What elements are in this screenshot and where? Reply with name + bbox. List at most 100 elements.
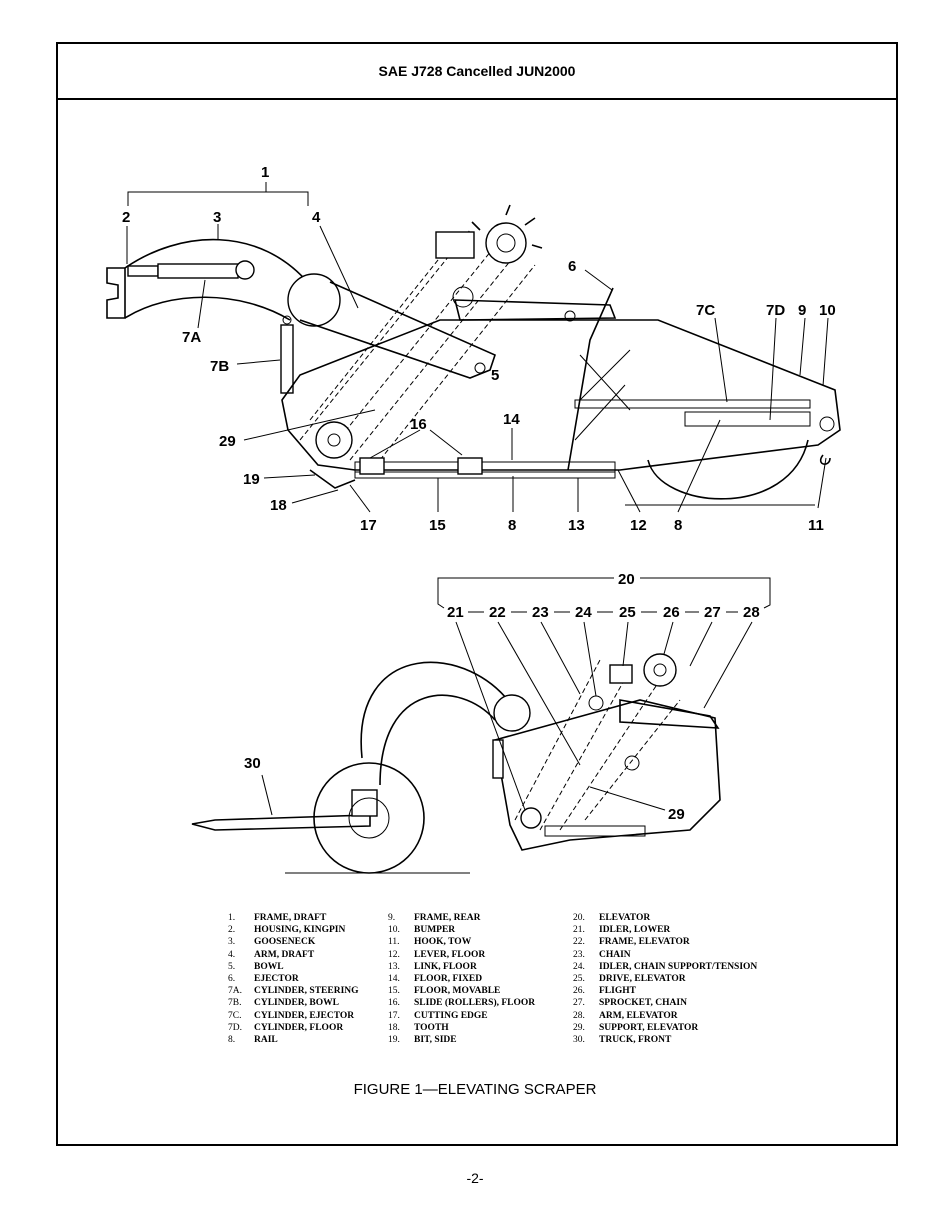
legend-number: 27.	[573, 998, 585, 1009]
legend-label: FRAME, REAR	[414, 913, 481, 923]
legend-number: 5.	[228, 961, 236, 972]
legend-number: 22.	[573, 937, 585, 948]
legend-number: 7A.	[228, 986, 242, 997]
callout-18: 18	[270, 497, 287, 514]
legend-number: 29.	[573, 1022, 585, 1033]
legend-row: 7C. CYLINDER, EJECTOR	[228, 1010, 359, 1022]
legend-label: TOOTH	[414, 1022, 449, 1033]
legend-row: 7A. CYLINDER, STEERING	[228, 985, 359, 997]
page-number: -2-	[466, 1170, 484, 1186]
legend-row: 18.TOOTH	[388, 1022, 535, 1034]
callout-13: 13	[568, 517, 585, 534]
legend-label: ARM, ELEVATOR	[599, 1010, 678, 1021]
callout-8b: 8	[674, 517, 682, 534]
legend-label: CYLINDER, BOWL	[254, 998, 339, 1009]
legend-row: 15.FLOOR, MOVABLE	[388, 985, 535, 997]
legend-number: 13.	[388, 961, 400, 972]
legend-row: 23.CHAIN	[573, 949, 757, 961]
callout-15: 15	[429, 517, 446, 534]
legend-row: 27. SPROCKET, CHAIN	[573, 997, 757, 1009]
legend-label: BUMPER	[414, 925, 456, 936]
callout-30: 30	[244, 755, 261, 772]
legend-row: 7D. CYLINDER, FLOOR	[228, 1022, 359, 1034]
legend-number: 11.	[388, 937, 400, 948]
legend-number: 20.	[573, 913, 585, 923]
callout-17: 17	[360, 517, 377, 534]
legend-number: 28.	[573, 1010, 585, 1021]
legend-row: 11.HOOK, TOW	[388, 936, 535, 948]
callout-14: 14	[503, 411, 520, 428]
figure-caption: FIGURE 1—ELEVATING SCRAPER	[353, 1081, 597, 1098]
legend-label: CHAIN	[599, 949, 631, 960]
legend-row: 5.BOWL	[228, 961, 359, 973]
legend-label: FRAME, DRAFT	[254, 913, 327, 923]
legend-row: 25.DRIVE, ELEVATOR	[573, 973, 757, 985]
legend-number: 9.	[388, 913, 396, 923]
callout-21: 21	[447, 604, 464, 621]
legend-label: CYLINDER, STEERING	[254, 986, 359, 997]
legend-number: 30.	[573, 1034, 585, 1045]
callout-16: 16	[410, 416, 427, 433]
callout-9: 9	[798, 302, 806, 319]
legend-row: 30.TRUCK, FRONT	[573, 1034, 757, 1046]
callout-23: 23	[532, 604, 549, 621]
legend-number: 8.	[228, 1034, 236, 1045]
page-frame: SAE J728 Cancelled JUN2000	[56, 42, 898, 1146]
callout-1: 1	[261, 164, 269, 181]
legend-row: 19. BIT, SIDE	[388, 1034, 535, 1046]
legend-label: SUPPORT, ELEVATOR	[599, 1022, 699, 1033]
legend-number: 7D.	[228, 1022, 242, 1033]
legend-label: BIT, SIDE	[414, 1034, 457, 1045]
callout-27: 27	[704, 604, 721, 621]
legend-row: 21. IDLER, LOWER	[573, 924, 757, 936]
header-title: SAE J728 Cancelled JUN2000	[378, 63, 576, 79]
legend-row: 7B. CYLINDER, BOWL	[228, 997, 359, 1009]
legend-row: 6.EJECTOR	[228, 973, 359, 985]
legend-label: FLIGHT	[599, 986, 636, 997]
legend-label: CYLINDER, FLOOR	[254, 1022, 344, 1033]
callout-12: 12	[630, 517, 647, 534]
callout-22: 22	[489, 604, 506, 621]
legend-row: 20.ELEVATOR	[573, 912, 757, 924]
legend-label: GOOSENECK	[254, 937, 316, 948]
legend-number: 4.	[228, 949, 236, 960]
callout-7d: 7D	[766, 302, 785, 319]
legend-row: 2.HOUSING, KINGPIN	[228, 924, 359, 936]
callout-29: 29	[219, 433, 236, 450]
callout-4: 4	[312, 209, 321, 226]
legend-number: 16.	[388, 998, 400, 1009]
legend-row: 3. GOOSENECK	[228, 936, 359, 948]
bottom-drawing	[191, 577, 771, 874]
callout-28: 28	[743, 604, 760, 621]
legend-label: CUTTING EDGE	[414, 1010, 488, 1021]
callout-19: 19	[243, 471, 260, 488]
legend-number: 17.	[388, 1010, 400, 1021]
legend-label: SLIDE (ROLLERS), FLOOR	[414, 998, 536, 1009]
callout-29b: 29	[668, 806, 685, 823]
legend-number: 7C.	[228, 1010, 242, 1021]
legend-number: 3.	[228, 937, 236, 948]
legend-number: 19.	[388, 1034, 400, 1045]
callout-24: 24	[575, 604, 592, 621]
callout-2: 2	[122, 209, 130, 226]
legend-number: 7B.	[228, 998, 242, 1009]
legend-label: SPROCKET, CHAIN	[599, 998, 687, 1009]
legend-number: 25.	[573, 973, 585, 984]
legend-label: IDLER, LOWER	[599, 925, 671, 936]
legend-label: IDLER, CHAIN SUPPORT/TENSION	[599, 961, 758, 972]
legend-row: 8.RAIL	[228, 1034, 359, 1046]
legend-row: 1.FRAME, DRAFT	[228, 912, 359, 924]
legend-row: 24.IDLER, CHAIN SUPPORT/TENSION	[573, 961, 757, 973]
legend-column-1: 1.FRAME, DRAFT 2.HOUSING, KINGPIN 3. GOOS…	[228, 912, 359, 1046]
legend-number: 10.	[388, 925, 400, 936]
callout-11: 11	[808, 517, 824, 534]
legend-row: 4. ARM, DRAFT	[228, 949, 359, 961]
legend-label: CYLINDER, EJECTOR	[254, 1010, 355, 1021]
legend-number: 21.	[573, 925, 585, 936]
callout-7c: 7C	[696, 302, 715, 319]
top-drawing	[106, 182, 841, 513]
legend-row: 13. LINK, FLOOR	[388, 961, 535, 973]
callout-25: 25	[619, 604, 636, 621]
legend-label: LINK, FLOOR	[414, 961, 477, 972]
legend-label: ARM, DRAFT	[254, 949, 315, 960]
